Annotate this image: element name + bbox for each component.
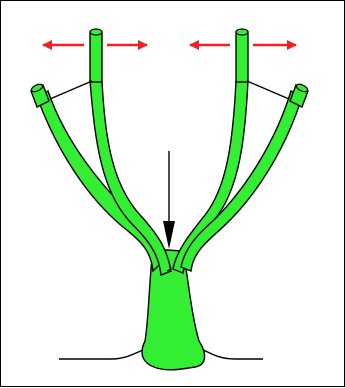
right-inner-branch-tip-icon <box>236 32 248 82</box>
left-inner-branch-tip-icon <box>90 32 102 82</box>
left-inner-branch-icon <box>90 81 171 275</box>
right-branch-tie-icon <box>247 81 289 99</box>
downward-arrow-icon <box>163 151 175 249</box>
right-inner-branch-icon <box>173 81 248 273</box>
left-branch-tie-icon <box>50 81 92 99</box>
